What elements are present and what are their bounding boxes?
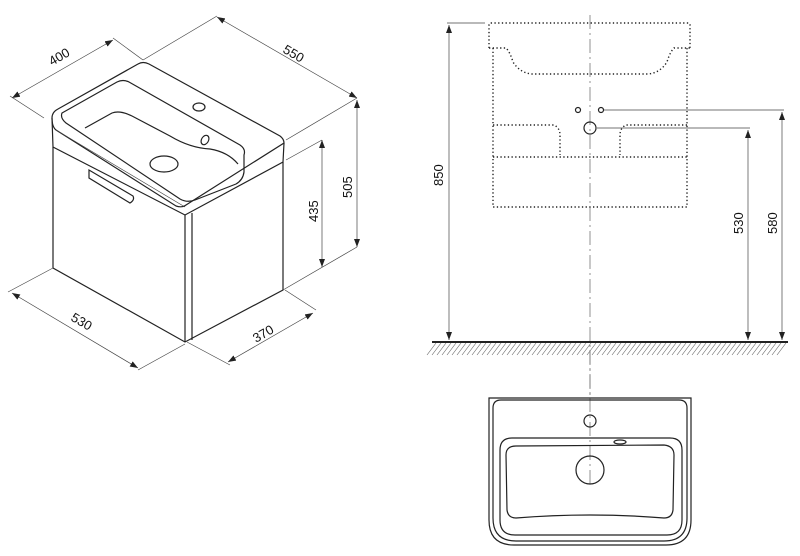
floor-hatch xyxy=(431,342,442,356)
floor-hatch xyxy=(501,342,512,356)
floor-hatch xyxy=(741,342,752,356)
floor-hatch xyxy=(596,342,607,356)
waste-outlet xyxy=(583,121,597,135)
floor-hatch xyxy=(681,342,692,356)
floor-hatch xyxy=(751,342,762,356)
hidden-outline xyxy=(488,22,691,208)
floor-hatch xyxy=(726,342,737,356)
floor-hatch xyxy=(436,342,447,356)
front-view: 850 530 580 xyxy=(426,15,788,400)
floor-hatch xyxy=(606,342,617,356)
floor-hatch xyxy=(666,342,677,356)
overflow-hole xyxy=(613,439,627,445)
floor-hatch xyxy=(761,342,772,356)
floor-hatch xyxy=(426,342,437,356)
floor-hatch xyxy=(476,342,487,356)
floor-hatch xyxy=(521,342,532,356)
floor-hatch xyxy=(636,342,647,356)
floor-hatch xyxy=(506,342,517,356)
floor-hatch xyxy=(481,342,492,356)
top-view xyxy=(488,350,692,546)
dimension-lines-front: 850 530 580 xyxy=(431,22,785,340)
floor-hatch xyxy=(711,342,722,356)
floor-hatch xyxy=(486,342,497,356)
drain-hole xyxy=(575,455,605,485)
floor-hatch xyxy=(551,342,562,356)
floor-hatch xyxy=(661,342,672,356)
floor-hatch xyxy=(641,342,652,356)
floor-hatch xyxy=(646,342,657,356)
floor-hatch xyxy=(581,342,592,356)
floor-hatch xyxy=(651,342,662,356)
floor xyxy=(426,341,788,356)
floor-hatch xyxy=(461,342,472,356)
floor-hatch xyxy=(601,342,612,356)
floor-hatch xyxy=(716,342,727,356)
floor-hatch xyxy=(656,342,667,356)
supply-hole-left xyxy=(574,106,582,114)
floor-hatch xyxy=(546,342,557,356)
floor-hatch xyxy=(736,342,747,356)
dim-580: 580 xyxy=(765,212,780,234)
dim-435: 435 xyxy=(306,200,321,222)
floor-hatch xyxy=(536,342,547,356)
supply-hole-right xyxy=(597,106,605,114)
floor-hatch xyxy=(566,342,577,356)
floor-hatch xyxy=(526,342,537,356)
floor-hatch xyxy=(696,342,707,356)
floor-hatch xyxy=(676,342,687,356)
floor-hatch xyxy=(441,342,452,356)
floor-hatch xyxy=(576,342,587,356)
floor-hatch xyxy=(491,342,502,356)
floor-hatch xyxy=(451,342,462,356)
floor-hatch xyxy=(756,342,767,356)
dim-530-width: 530 xyxy=(69,310,95,334)
floor-hatch xyxy=(496,342,507,356)
floor-hatch xyxy=(731,342,742,356)
floor-hatch xyxy=(531,342,542,356)
floor-hatch xyxy=(471,342,482,356)
floor-hatch xyxy=(776,342,787,356)
floor-hatch xyxy=(771,342,782,356)
floor-hatch xyxy=(631,342,642,356)
floor-hatch xyxy=(586,342,597,356)
dim-370: 370 xyxy=(250,322,276,346)
floor-hatch xyxy=(456,342,467,356)
floor-hatch xyxy=(561,342,572,356)
floor-hatch xyxy=(701,342,712,356)
dim-530-height: 530 xyxy=(731,212,746,234)
floor-hatch xyxy=(691,342,702,356)
floor-hatch xyxy=(626,342,637,356)
cabinet xyxy=(52,147,284,343)
floor-hatch xyxy=(511,342,522,356)
basin-top xyxy=(51,61,285,216)
floor-hatch xyxy=(611,342,622,356)
dim-550: 550 xyxy=(281,42,307,66)
floor-hatch xyxy=(746,342,757,356)
floor-hatch xyxy=(591,342,602,356)
dim-400: 400 xyxy=(46,45,72,69)
floor-hatch xyxy=(621,342,632,356)
floor-hatch xyxy=(671,342,682,356)
dim-505: 505 xyxy=(340,176,355,198)
floor-hatch xyxy=(466,342,477,356)
floor-hatch xyxy=(686,342,697,356)
dim-850: 850 xyxy=(431,164,446,186)
floor-hatch xyxy=(446,342,457,356)
floor-hatch xyxy=(556,342,567,356)
isometric-view: 400 550 505 435 530 370 xyxy=(7,15,360,371)
floor-hatch xyxy=(516,342,527,356)
dimension-lines: 400 550 505 435 530 370 xyxy=(7,15,360,371)
floor-hatch xyxy=(766,342,777,356)
floor-hatch xyxy=(706,342,717,356)
floor-hatch xyxy=(616,342,627,356)
floor-hatch xyxy=(571,342,582,356)
tap-hole xyxy=(583,414,597,428)
floor-hatch xyxy=(721,342,732,356)
floor-hatch xyxy=(541,342,552,356)
